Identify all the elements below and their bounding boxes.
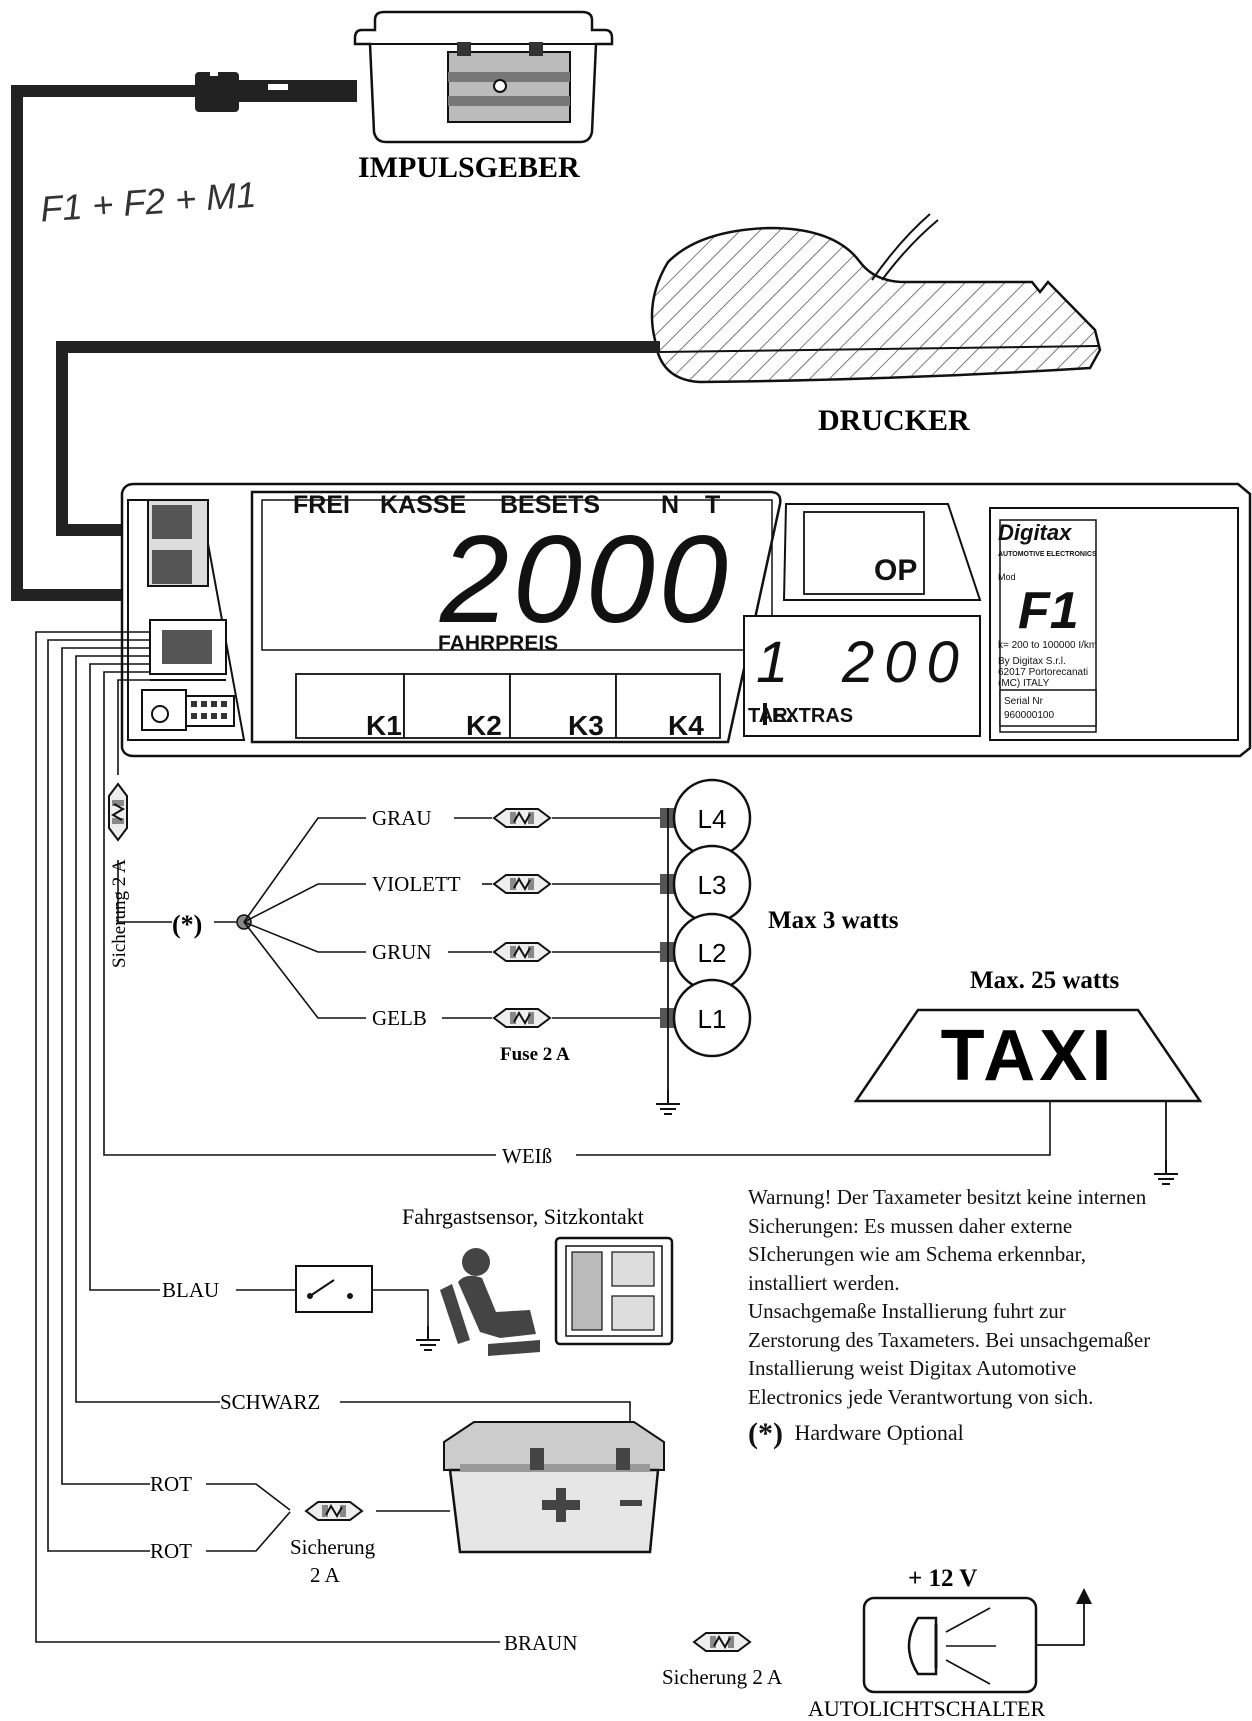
- light-switch-voltage: + 12 V: [908, 1565, 977, 1592]
- battery-fuse-label-2: 2 A: [310, 1563, 341, 1587]
- maker-line-1: By Digitax S.r.l.: [998, 656, 1066, 667]
- impulse-sensor-title: IMPULSGEBER: [358, 151, 580, 184]
- lamp-label-l4: L4: [698, 804, 727, 834]
- handwritten-note: F1 + F2 + M1: [39, 174, 257, 230]
- meter-main-caption: FAHRPREIS: [438, 632, 558, 655]
- meter-key-k3: K3: [568, 710, 604, 741]
- light-switch-box: [862, 1596, 1038, 1694]
- seat-sensor-label: Fahrgastsensor, Sitzkontakt: [402, 1204, 644, 1229]
- hardware-optional-note: (*) Hardware Optional: [748, 1417, 964, 1451]
- warning-line: SIcherungen wie am Schema erkennbar,: [748, 1242, 1086, 1266]
- light-switch-title: AUTOLICHTSCHALTER: [808, 1696, 1045, 1721]
- meter-main-value: 2000: [439, 511, 732, 649]
- model-logo: F1: [1018, 582, 1079, 640]
- lamp-row-l1: GELB L1: [372, 978, 752, 1058]
- meter-status-besets: BESETS: [500, 491, 600, 519]
- meter-key-k2: K2: [466, 710, 502, 741]
- white-wire: [576, 1101, 1051, 1156]
- battery-fuse: [305, 1501, 363, 1521]
- taxi-sign-text: TAXI: [941, 1016, 1116, 1096]
- meter-status-t: T: [705, 491, 720, 519]
- arrow-up-icon: [1076, 1588, 1092, 1604]
- meter-status-frei: FREI: [293, 491, 350, 519]
- lamp-label-l1: L1: [698, 1004, 727, 1034]
- wire-label-rot-2: ROT: [150, 1539, 192, 1563]
- warning-line: Electronics jede Verantwortung von sich.: [748, 1384, 1094, 1409]
- serial-label: Serial Nr: [1004, 696, 1044, 707]
- hardware-optional-text: Hardware Optional: [794, 1420, 964, 1445]
- fanout-wires: [243, 817, 366, 1019]
- warning-text: Warnung! Der Taxameter besitzt keine int…: [748, 1183, 1248, 1411]
- side-fuse-label: Sicherung 2 A: [109, 859, 130, 968]
- maker-line-3: (MC) ITALY: [998, 678, 1050, 689]
- seat-ground-icon: [415, 1325, 441, 1351]
- wire-label-rot-1: ROT: [150, 1472, 192, 1496]
- hardware-optional-marker: (*): [748, 1417, 783, 1450]
- passenger-icon: [440, 1248, 540, 1356]
- lamp-fuse-label: Fuse 2 A: [500, 1044, 570, 1065]
- wire-label-violett: VIOLETT: [372, 872, 461, 896]
- meter-key-k4: K4: [668, 710, 704, 741]
- warning-line: installiert werden.: [748, 1270, 900, 1295]
- warning-line: Sicherungen: Es mussen daher externe: [748, 1213, 1073, 1238]
- impulse-sensor: [353, 10, 614, 144]
- lamp-row-l4: GRAU L4: [372, 778, 752, 858]
- warning-line: Zerstorung des Taxameters. Bei unsachgem…: [748, 1327, 1151, 1352]
- meter-extras-label: EXTRAS: [772, 705, 853, 727]
- wire-label-blau: BLAU: [162, 1278, 219, 1302]
- seat-contact-icon: [554, 1236, 674, 1346]
- wire-bundle: [35, 631, 500, 1643]
- taxi-sign: [853, 1008, 1203, 1103]
- brand-logo: Digitax: [998, 520, 1072, 545]
- warning-line: Unsachgemaße Installierung fuhrt zur: [748, 1299, 1066, 1323]
- light-switch-output: [1036, 1600, 1085, 1646]
- lamp-power-label: Max 3 watts: [768, 907, 899, 934]
- meter-second-left: 1: [756, 630, 788, 695]
- meter-status-kasse: KASSE: [380, 491, 466, 519]
- battery: [443, 1421, 665, 1554]
- red-wires: [206, 1483, 450, 1552]
- serial-value: 960000100: [1004, 710, 1054, 721]
- k-range: k= 200 to 100000 I/km: [998, 640, 1097, 651]
- wire-label-gelb: GELB: [372, 1006, 427, 1030]
- lamp-row-l3: VIOLETT L3: [372, 844, 752, 924]
- lamp-label-l3: L3: [698, 870, 727, 900]
- wire-label-braun: BRAUN: [504, 1631, 578, 1655]
- wire-label-grun: GRUN: [372, 940, 432, 964]
- wire-label-schwarz: SCHWARZ: [220, 1390, 320, 1414]
- taxi-ground-icon: [1153, 1159, 1179, 1185]
- warning-line: Warnung! Der Taxameter besitzt keine int…: [748, 1185, 1147, 1209]
- meter-op-label: OP: [874, 554, 917, 587]
- taxi-power-label: Max. 25 watts: [970, 967, 1120, 994]
- wire-label-weiss: WEIß: [502, 1144, 552, 1168]
- battery-fuse-label-1: Sicherung: [290, 1535, 376, 1559]
- printer: [650, 213, 1102, 384]
- lamp-label-l2: L2: [698, 938, 727, 968]
- taxameter: [120, 482, 1252, 758]
- light-switch-fuse: [693, 1632, 751, 1652]
- meter-key-k1: K1: [366, 710, 402, 741]
- printer-cable: [56, 341, 660, 536]
- warning-line: Installierung weist Digitax Automotive: [748, 1356, 1077, 1380]
- maker-line-2: 62017 Portorecanati: [998, 667, 1088, 678]
- seat-switch: [295, 1265, 373, 1313]
- printer-title: DRUCKER: [818, 404, 970, 437]
- brand-subtitle: AUTOMOTIVE ELECTRONICS: [998, 551, 1097, 558]
- meter-status-n: N: [661, 491, 679, 519]
- meter-second-right: 200: [841, 630, 969, 695]
- wire-label-grau: GRAU: [372, 806, 432, 830]
- model-mod-label: Mod: [998, 572, 1016, 582]
- sensor-cable: [11, 68, 357, 601]
- lamp-ground-icon: [655, 1089, 681, 1115]
- optional-marker: (*): [172, 910, 202, 939]
- lamp-row-l2: GRUN L2: [372, 912, 752, 992]
- side-fuse: [108, 783, 128, 841]
- meter-tariff-label: TAR.: [748, 705, 793, 727]
- light-switch-fuse-label: Sicherung 2 A: [662, 1665, 783, 1689]
